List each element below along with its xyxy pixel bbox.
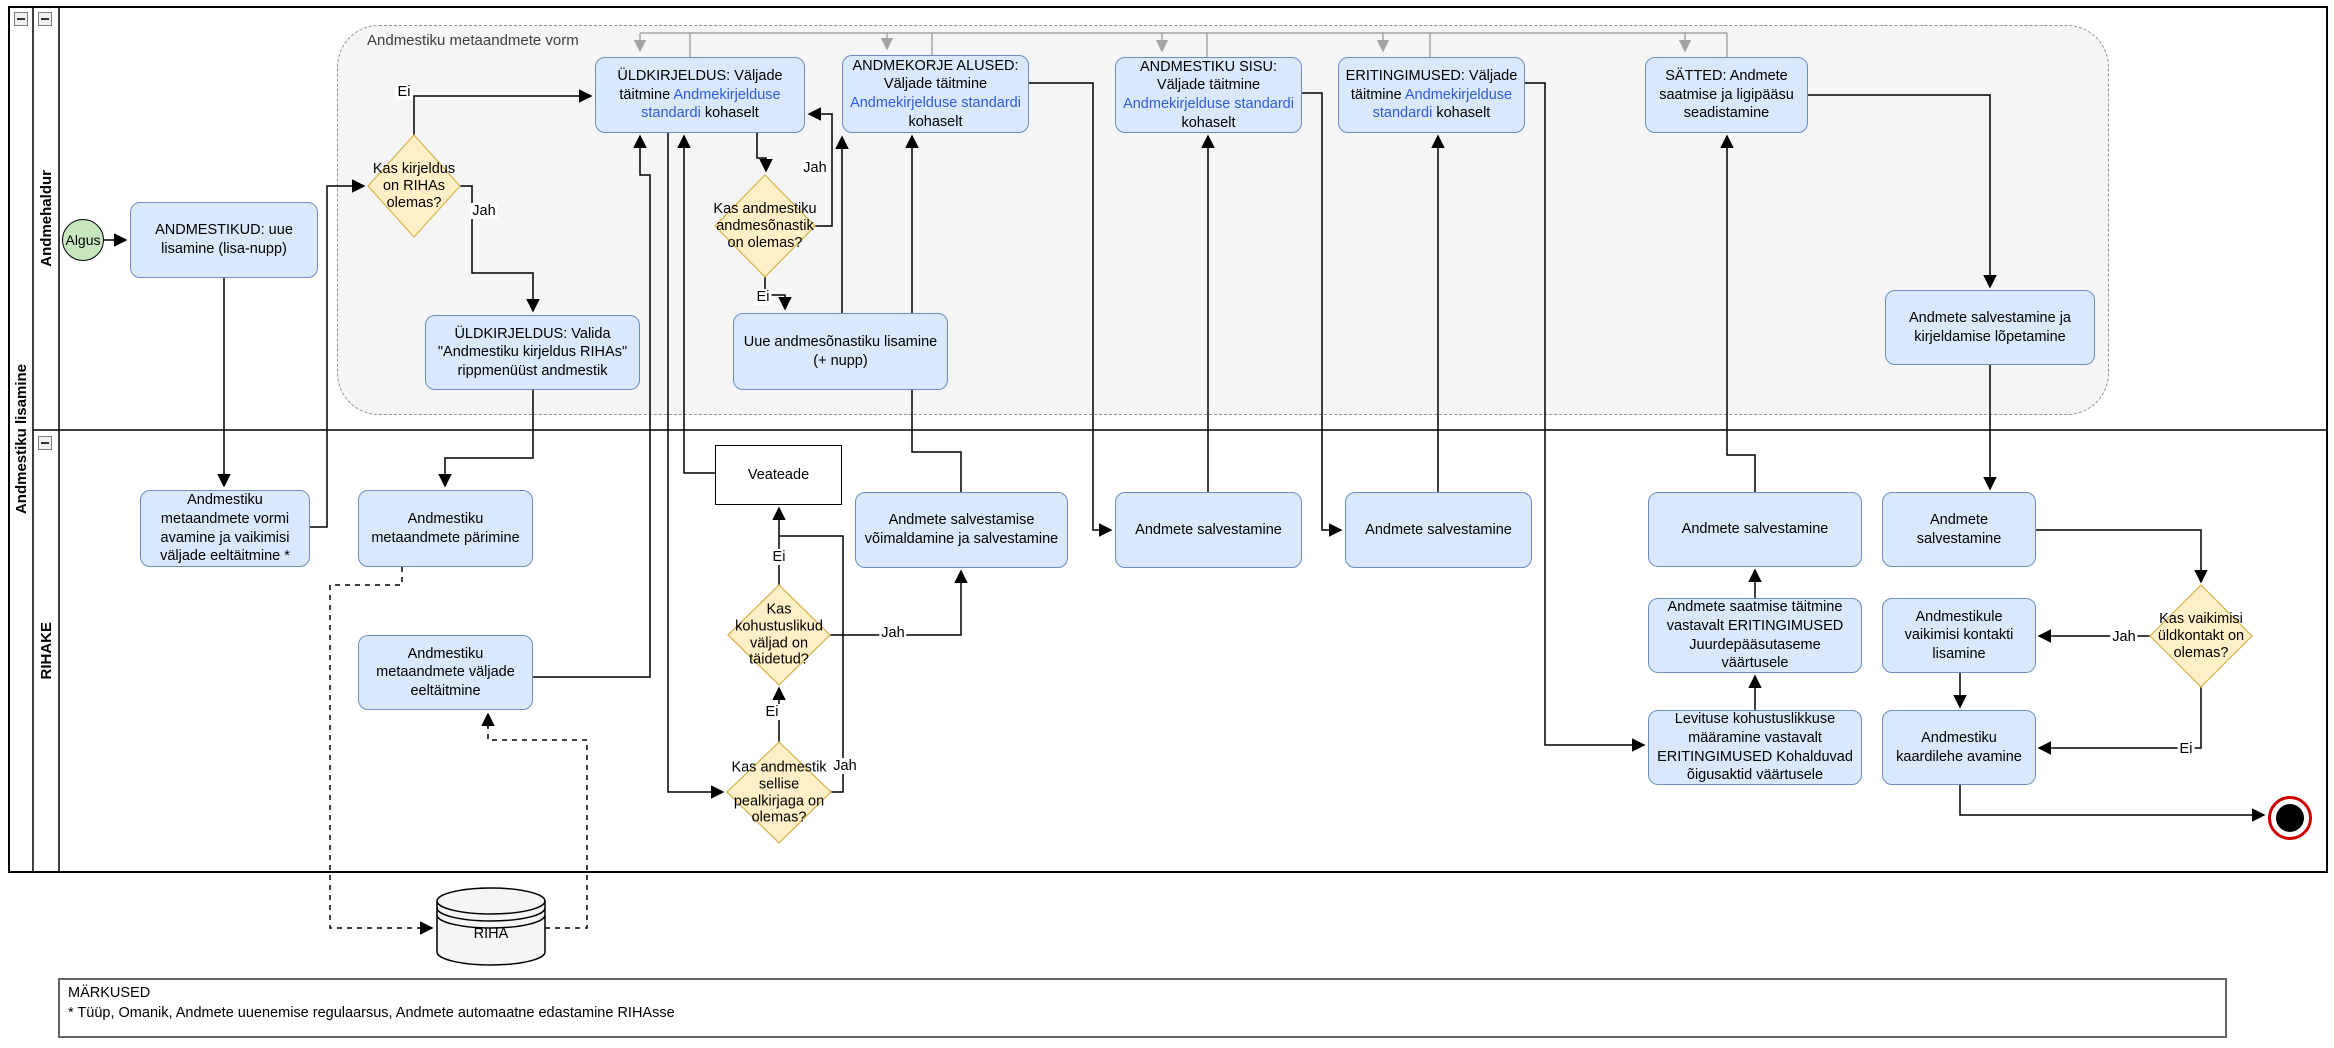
task-satted: SÄTTED: Andmete saatmise ja ligipääsu se… (1645, 57, 1808, 133)
task-vaikimisi-kontakti-lisamine: Andmestikule vaikimisi kontakti lisamine (1882, 598, 2036, 673)
decision-kirjeldus-rihas-label: Kas kirjeldus on RIHAs olemas? (372, 160, 456, 211)
edge-label-jah: Jah (801, 160, 829, 176)
edge-label-jah: Jah (879, 625, 907, 641)
task-andmestikud-uue-lisamine: ANDMESTIKUD: uue lisamine (lisa-nupp) (130, 202, 318, 278)
andmekirjelduse-standardi-link[interactable]: Andmekirjelduse standardi (1123, 96, 1294, 112)
andmekirjelduse-standardi-link[interactable]: Andmekirjelduse standardi (850, 95, 1021, 111)
task-label: ANDMESTIKUD: uue lisamine (lisa-nupp) (155, 222, 293, 257)
task-label: Levituse kohustuslikkuse määramine vasta… (1657, 711, 1853, 784)
task-label: ÜLDKIRJELDUS: Väljade täitmine Andmekirj… (617, 68, 783, 122)
task-salvestamine-lopetamine: Andmete salvestamine ja kirjeldamise lõp… (1885, 290, 2095, 365)
notes-title: MÄRKUSED (68, 985, 151, 1001)
end-event-core (2276, 804, 2304, 832)
end-event (2268, 796, 2312, 840)
task-label: Andmete salvestamise võimaldamine ja sal… (864, 512, 1059, 547)
task-label: Andmete salvestamine (1135, 521, 1282, 538)
task-label: Andmete salvestamine (1681, 521, 1829, 538)
task-andmete-salvestamine-4: Andmete salvestamine (1882, 492, 2036, 567)
pool-title: Andmestiku lisamine (9, 7, 33, 872)
task-andmekorje-alused: ANDMEKORJE ALUSED: Väljade täitmine Andm… (842, 55, 1029, 133)
decision-yldkontakt-label: Kas vaikimisi üldkontakt on olemas? (2157, 610, 2245, 661)
edge-label-ei: Ei (2177, 741, 2195, 757)
minus-icon (41, 442, 49, 444)
task-label: Andmestiku kaardilehe avamine (1896, 729, 2022, 765)
edge-label-ei: Ei (754, 289, 772, 305)
task-salvestamise-voimaldamine: Andmete salvestamise võimaldamine ja sal… (855, 492, 1068, 568)
task-kaardilehe-avamine: Andmestiku kaardilehe avamine (1882, 710, 2036, 785)
notes-box: MÄRKUSED * Tüüp, Omanik, Andmete uuenemi… (58, 978, 2227, 1038)
task-label: ERITINGIMUSED: Väljade täitmine Andmekir… (1345, 68, 1518, 122)
task-andmete-salvestamine-3: Andmete salvestamine (1648, 492, 1862, 567)
task-andmete-salvestamine-2: Andmete salvestamine (1345, 492, 1532, 568)
lane-andmehaldur-label: Andmehaldur (37, 170, 55, 267)
task-label: SÄTTED: Andmete saatmise ja ligipääsu se… (1659, 68, 1794, 122)
task-valjade-eeltaitmine: Andmestiku metaandmete väljade eeltäitmi… (358, 635, 533, 710)
lane-andmehaldur: Andmehaldur (33, 7, 59, 430)
task-andmete-salvestamine-1: Andmete salvestamine (1115, 492, 1302, 568)
edge-label-ei: Ei (770, 549, 788, 565)
database-riha-label: RIHA (473, 926, 509, 942)
task-label: Andmestiku metaandmete vormi avamine ja … (160, 492, 290, 565)
start-event-label: Algus (65, 232, 101, 248)
lane-andmehaldur-collapse-button[interactable] (38, 12, 52, 26)
pool-collapse-button[interactable] (14, 12, 28, 26)
task-andmete-saatmise-taitmine: Andmete saatmise täitmine vastavalt ERIT… (1648, 598, 1862, 673)
task-label: Uue andmesõnastiku lisamine (+ nupp) (743, 333, 938, 369)
pool-title-label: Andmestiku lisamine (12, 364, 30, 515)
lane-rihake: RIHAKE (33, 430, 59, 872)
task-yldkirjeldus-valida: ÜLDKIRJELDUS: Valida "Andmestiku kirjeld… (425, 315, 640, 390)
task-andmestiku-sisu: ANDMESTIKU SISU: Väljade täitmine Andmek… (1115, 57, 1302, 133)
lane-rihake-collapse-button[interactable] (38, 436, 52, 450)
task-yldkirjeldus-taitmine: ÜLDKIRJELDUS: Väljade täitmine Andmekirj… (595, 57, 805, 133)
decision-andmesonastik-label: Kas andmestiku andmesõnastik on olemas? (713, 200, 817, 251)
minus-icon (17, 18, 25, 20)
task-label: ÜLDKIRJELDUS: Valida "Andmestiku kirjeld… (437, 325, 628, 379)
riha-dashed-connectors (329, 567, 588, 935)
edge-label-jah: Jah (2110, 629, 2138, 645)
task-label: ANDMEKORJE ALUSED: Väljade täitmine Andm… (850, 57, 1021, 130)
edge-label-jah: Jah (470, 203, 498, 219)
edge-label-ei: Ei (395, 84, 413, 100)
task-uue-andmesonastiku-lisamine: Uue andmesõnastiku lisamine (+ nupp) (733, 313, 948, 390)
task-veateade: Veateade (715, 445, 842, 505)
task-vormi-avamine: Andmestiku metaandmete vormi avamine ja … (140, 490, 310, 567)
task-eritingimused: ERITINGIMUSED: Väljade täitmine Andmekir… (1338, 57, 1525, 133)
task-label: Andmete salvestamine (1365, 521, 1512, 538)
decision-kohustuslikud-label: Kas kohustuslikud väljad on täidetud? (735, 601, 823, 668)
task-label: Andmete saatmise täitmine vastavalt ERIT… (1666, 599, 1844, 672)
lane-rihake-label: RIHAKE (37, 622, 55, 680)
edge-label-ei: Ei (763, 704, 781, 720)
minus-icon (41, 18, 49, 20)
task-label: Andmestiku metaandmete pärimine (371, 510, 520, 546)
task-label: Veateade (747, 466, 810, 483)
task-label: Andmete salvestamine ja kirjeldamise lõp… (1909, 309, 2071, 345)
task-label: Andmete salvestamine (1916, 511, 2002, 547)
metadata-form-container-label: Andmestiku metaandmete vorm (367, 32, 579, 49)
decision-pealkiri-label: Kas andmestik sellise pealkirjaga on ole… (731, 759, 827, 826)
task-label: ANDMESTIKU SISU: Väljade täitmine Andmek… (1123, 58, 1294, 131)
task-metaandmete-parimine: Andmestiku metaandmete pärimine (358, 490, 533, 567)
task-label: Andmestiku metaandmete väljade eeltäitmi… (376, 645, 515, 699)
edge-label-jah: Jah (831, 758, 859, 774)
task-label: Andmestikule vaikimisi kontakti lisamine (1904, 608, 2014, 662)
notes-body: * Tüüp, Omanik, Andmete uuenemise regula… (68, 1005, 675, 1022)
start-event: Algus (62, 219, 104, 261)
task-levituse-kohustuslikkuse: Levituse kohustuslikkuse määramine vasta… (1648, 710, 1862, 785)
